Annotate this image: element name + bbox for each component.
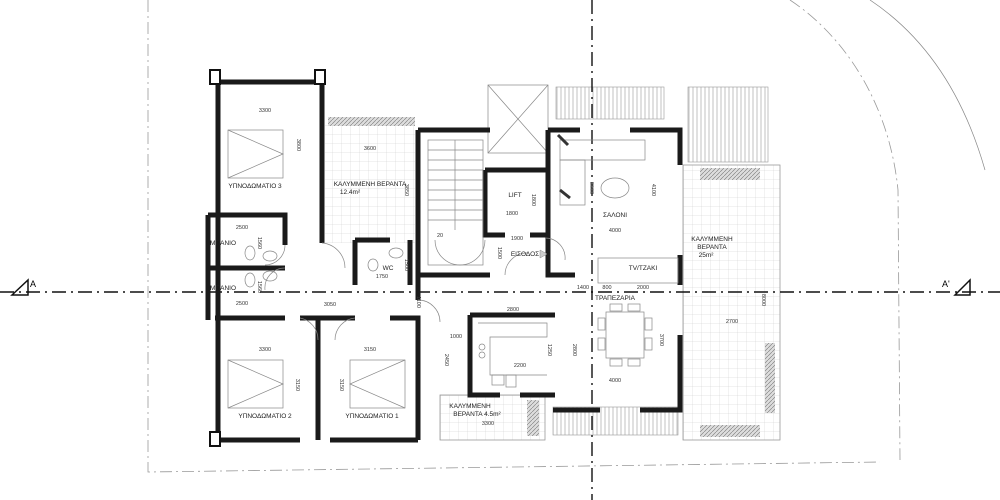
dimension-label: 3300 <box>259 347 271 353</box>
dimension-label: 1400 <box>577 285 589 291</box>
room-label-bath-1: ΜΠΑΝΙΟ <box>210 240 236 247</box>
room-label-veranda-south-2: ΒΕΡΑΝΤΑ 4.5m² <box>453 411 501 418</box>
dimension-labels: 3300 3800 3600 3850 2500 1560 2500 1560 1750 1500… <box>236 108 766 427</box>
bed <box>349 359 406 409</box>
room-label-bath-2: ΜΠΑΝΙΟ <box>210 285 236 292</box>
veranda-east-floor <box>682 164 781 441</box>
section-mark-left: A <box>10 278 36 296</box>
dimension-label: 1750 <box>376 274 388 280</box>
dimension-label: 3150 <box>294 379 300 391</box>
light-well <box>487 84 549 154</box>
dimension-label: 1800 <box>506 211 518 217</box>
room-label-living: ΣΑΛΟΝΙ <box>603 212 627 219</box>
section-mark-right: A' <box>942 278 971 296</box>
dimension-label: 8000 <box>760 294 766 306</box>
dimension-label: 3300 <box>259 108 271 114</box>
sofa <box>556 133 646 206</box>
dimension-label: 2800 <box>571 344 577 356</box>
dimension-label: 1560 <box>256 281 262 293</box>
veranda-west-floor <box>325 125 415 243</box>
dimension-label: 1560 <box>256 237 262 249</box>
room-label-veranda-east-2: ΒΕΡΑΝΤΑ <box>697 244 727 251</box>
bed <box>227 359 284 409</box>
doors <box>264 237 566 341</box>
dining-table <box>597 303 653 367</box>
dimension-label: 4000 <box>609 378 621 384</box>
room-label-veranda-west: ΚΑΛΥΜΜΕΝΗ ΒΕΡΑΝΤΑ <box>334 181 407 188</box>
coffee-table <box>600 177 630 199</box>
room-label-bedroom-2: ΥΠΝΟΔΩΜΑΤΙΟ 2 <box>238 413 292 420</box>
bed <box>227 129 284 179</box>
dimension-label: 1800 <box>530 194 536 206</box>
room-label-tv: TV/ΤΖΑΚΙ <box>629 265 658 272</box>
room-label-wc: WC <box>383 265 394 272</box>
dimension-label: 2200 <box>514 363 526 369</box>
room-label-veranda-south: ΚΑΛΥΜΜΕΝΗ <box>449 403 491 410</box>
staircase: 20 <box>427 139 486 266</box>
room-label-lift: LIFT <box>508 192 521 199</box>
planter <box>328 117 415 126</box>
property-boundary <box>147 0 986 473</box>
room-label-entrance: ΕΙΣΟΔΟΣ <box>511 251 539 258</box>
planter <box>765 343 775 413</box>
dimension-label: 2450 <box>443 354 449 366</box>
room-label-veranda-west-area: 12.4m² <box>340 189 361 196</box>
room-label-bedroom-1: ΥΠΝΟΔΩΜΑΤΙΟ 1 <box>345 413 399 420</box>
dimension-label: 1500 <box>496 247 502 259</box>
dimension-label: 1900 <box>511 236 523 242</box>
dimension-label: 2500 <box>236 301 248 307</box>
svg-text:20: 20 <box>437 233 443 239</box>
planter <box>700 425 760 437</box>
dimension-label: 3850 <box>403 184 409 196</box>
dimension-label: 3150 <box>364 347 376 353</box>
dimension-label: 3300 <box>482 421 494 427</box>
dimension-label: 3700 <box>658 334 664 346</box>
room-label-dining: ΤΡΑΠΕΖΑΡΙΑ <box>595 295 636 302</box>
dimension-label: 800 <box>602 285 611 291</box>
svg-text:A: A <box>30 279 36 289</box>
dimension-label: 1100 <box>415 296 421 308</box>
svg-text:A': A' <box>942 279 950 289</box>
dimension-label: 2700 <box>726 319 738 325</box>
room-label-veranda-east: ΚΑΛΥΜΜΕΝΗ <box>691 236 733 243</box>
dimension-label: 1500 <box>403 259 409 271</box>
dimension-label: 3800 <box>295 139 301 151</box>
dimension-label: 3600 <box>588 182 594 194</box>
kitchen-counter <box>478 322 548 388</box>
dimension-label: 3600 <box>364 146 376 152</box>
dimension-label: 1000 <box>450 334 462 340</box>
dimension-label: 4100 <box>650 184 656 196</box>
dimension-label: 2000 <box>637 285 649 291</box>
room-label-veranda-east-area: 25m² <box>699 252 715 259</box>
dimension-label: 3150 <box>338 379 344 391</box>
walls <box>205 69 683 447</box>
dimension-label: 4000 <box>609 228 621 234</box>
planter <box>700 168 760 180</box>
dimension-label: 3050 <box>324 302 336 308</box>
room-label-bedroom-3: ΥΠΝΟΔΩΜΑΤΙΟ 3 <box>228 183 282 190</box>
dimension-label: 2800 <box>507 307 519 313</box>
dimension-label: 1250 <box>546 344 552 356</box>
sanitary-fixtures <box>244 245 404 288</box>
dimension-label: 2500 <box>236 225 248 231</box>
tv-unit <box>597 257 679 284</box>
louvres <box>687 86 769 163</box>
louvres <box>555 86 665 120</box>
planter <box>527 400 539 436</box>
